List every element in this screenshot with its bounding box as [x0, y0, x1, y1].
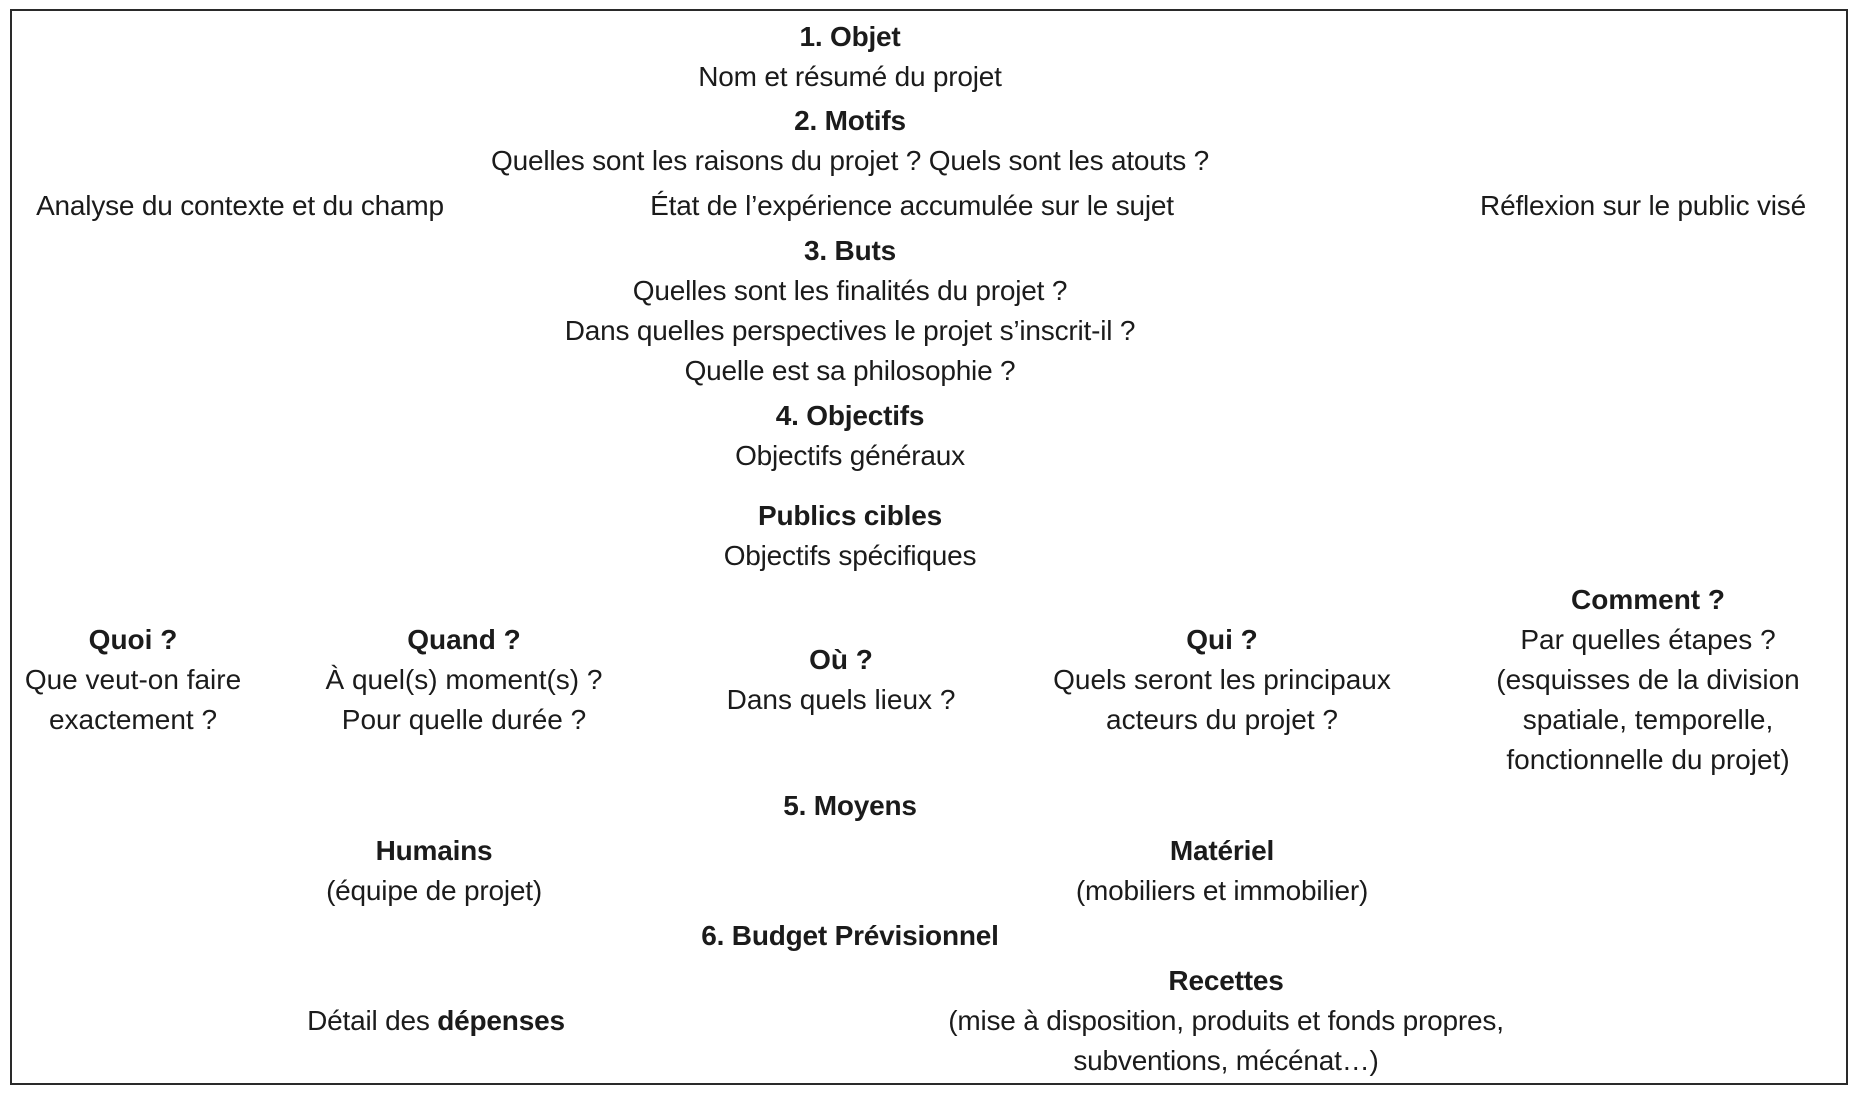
quand-block: Quand ? À quel(s) moment(s) ? Pour quell…: [326, 620, 603, 740]
depenses-prefix: Détail des: [307, 1005, 438, 1036]
quoi-block: Quoi ? Que veut-on faire exactement ?: [25, 620, 241, 740]
humains-title: Humains: [375, 835, 493, 866]
section-1-line: Nom et résumé du projet: [698, 61, 1002, 92]
section-2-question: Quelles sont les raisons du projet ? Que…: [491, 145, 1209, 176]
qui-block: Qui ? Quels seront les principaux acteur…: [1053, 620, 1391, 740]
section-4-general: Objectifs généraux: [735, 440, 965, 471]
comment-line-3: spatiale, temporelle,: [1522, 704, 1774, 735]
objectifs-specifiques: Objectifs spécifiques: [723, 540, 977, 571]
depenses-bold: dépenses: [437, 1005, 565, 1036]
comment-line-1: Par quelles étapes ?: [1520, 624, 1776, 655]
depenses-line: Détail des dépenses: [307, 1001, 565, 1041]
comment-title: Comment ?: [1571, 584, 1725, 615]
section-3-q3: Quelle est sa philosophie ?: [684, 355, 1016, 386]
humains-sub: (équipe de projet): [326, 875, 542, 906]
qui-title: Qui ?: [1186, 624, 1258, 655]
section-2-center: État de l’expérience accumulée sur le su…: [650, 190, 1174, 221]
ou-line-1: Dans quels lieux ?: [726, 684, 956, 715]
quand-title: Quand ?: [407, 624, 521, 655]
recettes-title: Recettes: [1168, 965, 1284, 996]
section-3-q2: Dans quelles perspectives le projet s’in…: [564, 315, 1136, 346]
materiel-title: Matériel: [1169, 835, 1275, 866]
section-5-title: 5. Moyens: [783, 790, 917, 821]
section-2-title: 2. Motifs: [794, 105, 906, 136]
publics-cibles-title: Publics cibles: [758, 500, 942, 531]
section-2-left: Analyse du contexte et du champ: [36, 190, 444, 221]
qui-line-1: Quels seront les principaux: [1053, 664, 1391, 695]
section-3-q1: Quelles sont les finalités du projet ?: [632, 275, 1068, 306]
comment-line-4: fonctionnelle du projet): [1506, 744, 1790, 775]
recettes-line-1: (mise à disposition, produits et fonds p…: [948, 1005, 1504, 1036]
diagram-frame: [10, 9, 1848, 1085]
materiel-sub: (mobiliers et immobilier): [1075, 875, 1369, 906]
section-3-title: 3. Buts: [804, 235, 896, 266]
section-6-title: 6. Budget Prévisionnel: [701, 920, 999, 951]
section-2-right: Réflexion sur le public visé: [1480, 190, 1806, 221]
comment-line-2: (esquisses de la division: [1496, 664, 1800, 695]
comment-block: Comment ? Par quelles étapes ? (esquisse…: [1496, 580, 1800, 780]
qui-line-2: acteurs du projet ?: [1106, 704, 1338, 735]
ou-title: Où ?: [809, 644, 873, 675]
section-4-title: 4. Objectifs: [775, 400, 925, 431]
section-1-title: 1. Objet: [799, 21, 901, 52]
quand-line-1: À quel(s) moment(s) ?: [325, 664, 603, 695]
recettes-line-2: subventions, mécénat…): [1073, 1045, 1379, 1076]
ou-block: Où ? Dans quels lieux ?: [727, 640, 956, 720]
quoi-title: Quoi ?: [88, 624, 178, 655]
quoi-line-1: Que veut-on faire: [24, 664, 242, 695]
quand-line-2: Pour quelle durée ?: [341, 704, 587, 735]
quoi-line-2: exactement ?: [48, 704, 218, 735]
